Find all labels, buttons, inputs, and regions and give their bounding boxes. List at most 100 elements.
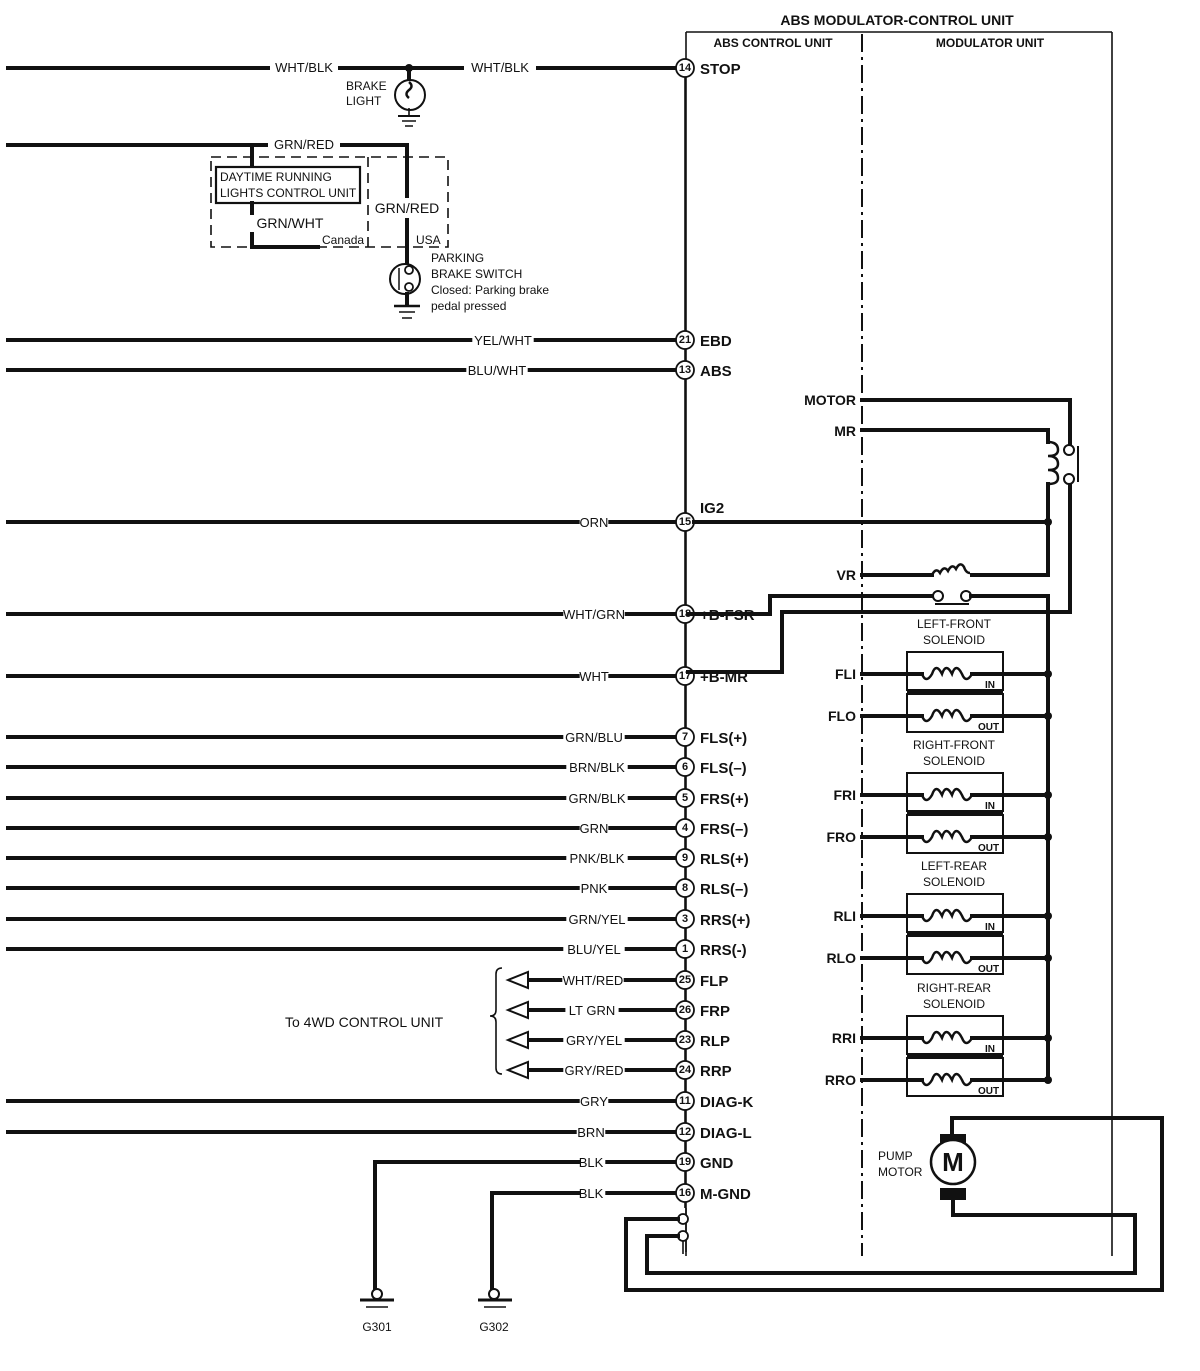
- solenoid-group: LEFT-FRONTSOLENOIDINFLIOUTFLORIGHT-FRONT…: [825, 617, 1052, 1097]
- terminal-vr: VR: [837, 567, 856, 583]
- pin-name: FLS(–): [700, 760, 747, 777]
- solenoid-terminal: FLO: [828, 708, 856, 724]
- solenoid-tag: IN: [985, 1044, 995, 1055]
- region-box: [210, 156, 449, 248]
- coil-icon: [920, 950, 974, 965]
- pin-circle: [675, 818, 695, 838]
- solenoid-title: LEFT-REAR: [921, 859, 987, 873]
- arrow-left-icon: [505, 1000, 529, 1020]
- pump-motor-label: PUMP: [878, 1149, 913, 1163]
- wire-color-label: LT GRN: [569, 1003, 615, 1018]
- pin-number: 13: [679, 364, 691, 376]
- brake-light-icon: [394, 79, 426, 127]
- pin-name: GND: [700, 1155, 734, 1172]
- wire-color-label: PNK: [581, 881, 608, 896]
- solenoid-title: SOLENOID: [923, 875, 985, 889]
- pin-name: ABS: [700, 363, 732, 380]
- pin-number: 14: [679, 62, 692, 74]
- wire-color-label: WHT/RED: [563, 973, 624, 988]
- wire-color-label: GRN/YEL: [568, 912, 625, 927]
- wire-color-label: GRY: [580, 1094, 608, 1109]
- modulator-relays: MOTOR MR VR: [686, 392, 1079, 1080]
- pin-number: 12: [679, 1126, 691, 1138]
- parking-brake-switch-icon: [389, 263, 421, 319]
- solenoid-terminal: FRO: [826, 829, 856, 845]
- coil-icon: [920, 666, 974, 681]
- pin-number: 21: [679, 334, 691, 346]
- to-4wd-group: To 4WD CONTROL UNIT: [285, 967, 503, 1075]
- wire-color-label: WHT/GRN: [563, 607, 625, 622]
- solenoid-box: [906, 814, 1004, 854]
- pin-circle: [675, 1122, 695, 1142]
- coil-icon: [920, 708, 974, 723]
- pin-circle: [675, 1152, 695, 1172]
- pin-circle: [675, 1060, 695, 1080]
- pin-circle: [675, 757, 695, 777]
- solenoid-tag: IN: [985, 680, 995, 691]
- pin-number: 25: [679, 974, 691, 986]
- solenoid-title: RIGHT-FRONT: [913, 738, 996, 752]
- pin-number: 6: [682, 761, 688, 773]
- pin-6: BRN/BLK 6 FLS(–): [6, 757, 747, 777]
- ground-label: G301: [362, 1320, 392, 1334]
- pin-circle: [675, 878, 695, 898]
- wire-color-label: PNK/BLK: [570, 851, 625, 866]
- solenoid-box: [906, 893, 1004, 933]
- pump-motor-label: MOTOR: [878, 1165, 923, 1179]
- pin-name: STOP: [700, 61, 741, 78]
- motor-icon: [929, 1138, 977, 1186]
- pin-name: RLS(–): [700, 881, 748, 898]
- pin-number: 9: [682, 852, 688, 864]
- pin-circle: [675, 848, 695, 868]
- section-control-label: ABS CONTROL UNIT: [713, 36, 833, 50]
- region-usa-label: USA: [416, 233, 441, 247]
- wire-color-label: BRN/BLK: [569, 760, 625, 775]
- parking-switch-label: pedal pressed: [431, 299, 506, 313]
- solenoid-title: RIGHT-REAR: [917, 981, 991, 995]
- solenoid-title: SOLENOID: [923, 754, 985, 768]
- solenoid-box: [906, 772, 1004, 812]
- pin-name: RLS(+): [700, 851, 749, 868]
- ground-g302-icon: [478, 1288, 512, 1308]
- solenoid-terminal: RLO: [826, 950, 856, 966]
- solenoid-title: SOLENOID: [923, 997, 985, 1011]
- abs-unit-enclosure: ABS MODULATOR-CONTROL UNIT ABS CONTROL U…: [685, 12, 1113, 1256]
- pin-name: RRP: [700, 1063, 732, 1080]
- ground-label: G302: [479, 1320, 509, 1334]
- solenoid-tag: IN: [985, 801, 995, 812]
- stop-circuit: WHT/BLK WHT/BLK BRAKE LIGHT: [6, 60, 678, 127]
- unit-title: ABS MODULATOR-CONTROL UNIT: [780, 12, 1014, 28]
- drl-unit-label: LIGHTS CONTROL UNIT: [220, 186, 357, 200]
- section-modulator-label: MODULATOR UNIT: [936, 36, 1045, 50]
- pin-number: 19: [679, 1156, 691, 1168]
- pin-name: DIAG-L: [700, 1125, 752, 1142]
- parking-brake-circuit: GRN/RED DAYTIME RUNNING LIGHTS CONTROL U…: [6, 137, 549, 319]
- solenoid-tag: OUT: [978, 1086, 999, 1097]
- wire-color-label: GRY/YEL: [566, 1033, 622, 1048]
- pin-number: 26: [679, 1004, 691, 1016]
- pin-circle: [675, 58, 695, 78]
- pin-9: PNK/BLK 9 RLS(+): [6, 848, 749, 868]
- solenoid-title: SOLENOID: [923, 633, 985, 647]
- internal-ground-loops: [624, 1116, 1164, 1292]
- pin-14: 14 STOP: [675, 58, 741, 78]
- drl-control-unit: [214, 165, 362, 205]
- pin-name: EBD: [700, 333, 732, 350]
- coil-icon: [920, 787, 974, 802]
- wire-label: WHT/BLK: [275, 60, 333, 75]
- pin-number: 7: [682, 731, 688, 743]
- valve-relay-coil-icon: [930, 563, 971, 576]
